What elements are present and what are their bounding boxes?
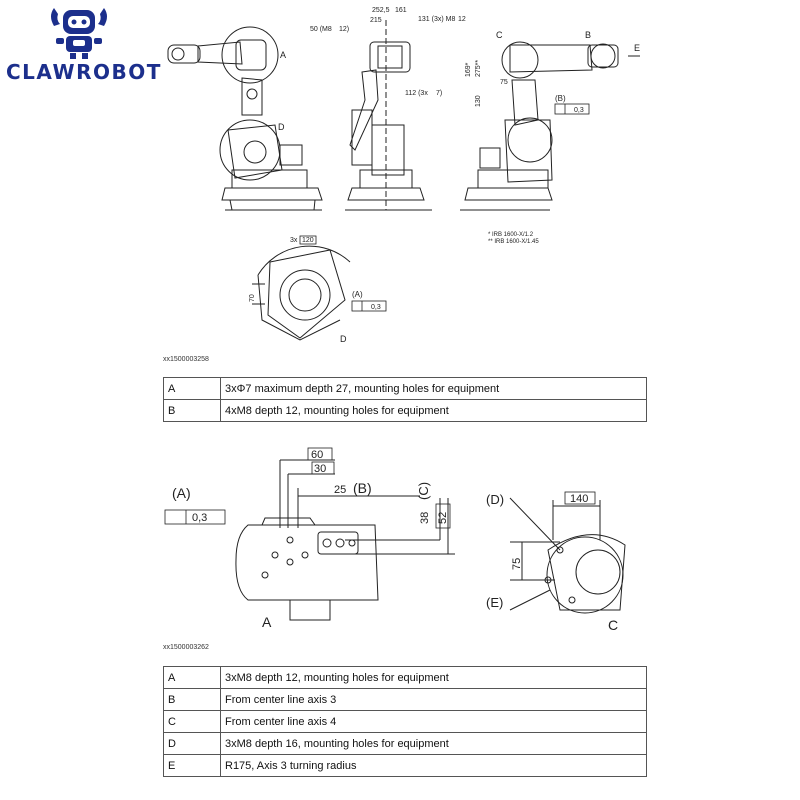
dim-52: 52	[437, 512, 449, 524]
dim-215: 215	[370, 17, 382, 24]
tolerance-b: 0,3	[574, 107, 584, 114]
logo	[46, 4, 112, 60]
tolerance-a-bottom: 0,3	[371, 304, 381, 311]
dim-50: 50 (M8	[310, 26, 332, 33]
angle-value: 120	[302, 237, 314, 244]
legend-key: E	[163, 754, 221, 777]
dim-70: 70	[249, 294, 256, 302]
dim-50-depth: 12)	[339, 26, 349, 33]
robot-rear-view	[460, 41, 640, 211]
robot-plan-view	[252, 245, 351, 341]
robot-side-view	[345, 20, 432, 211]
note-2: ** IRB 1600-X/1.45	[488, 239, 539, 245]
tolerance-fig2: 0,3	[192, 512, 207, 524]
note-1: * IRB 1600-X/1.2	[488, 232, 534, 238]
table-row: B From center line axis 3	[163, 688, 647, 711]
label-e: E	[634, 43, 640, 53]
label-a-top: A	[280, 50, 286, 60]
legend-table-1: A 3xΦ7 maximum depth 27, mounting holes …	[163, 377, 647, 422]
label-b-paren-fig2: (B)	[353, 480, 372, 496]
legend-key: A	[163, 666, 221, 689]
dim-30: 30	[314, 463, 326, 475]
dim-275: 275**	[475, 60, 482, 77]
dim-131: 131 (3x) M8	[418, 16, 455, 23]
legend-value: From center line axis 3	[220, 688, 647, 711]
robot-dimension-drawing: 252,5 161 215 50 (M8 12) 131 (3x) M8 12 …	[167, 7, 640, 344]
upper-arm-dimension-drawing: 60 30 25 (B) 38 (C) 52 (A) 0,3 A (D) 140…	[164, 447, 626, 633]
upper-arm-side-view	[235, 459, 455, 621]
figure-2-id: xx1500003262	[163, 644, 209, 651]
label-d-bottom: D	[340, 334, 347, 344]
table-row: C From center line axis 4	[163, 710, 647, 733]
legend-key: D	[163, 732, 221, 755]
upper-arm-front-view	[509, 497, 626, 614]
label-c-fig2: C	[608, 617, 618, 633]
robot-logo-icon	[51, 8, 107, 59]
table-row: D 3xM8 depth 16, mounting holes for equi…	[163, 732, 647, 755]
legend-table-2: A 3xM8 depth 12, mounting holes for equi…	[163, 666, 647, 777]
table-row: A 3xΦ7 maximum depth 27, mounting holes …	[163, 377, 647, 400]
legend-key: C	[163, 710, 221, 733]
label-b: B	[585, 30, 591, 40]
dim-112: 112 (3x	[405, 90, 428, 97]
label-d-top: D	[278, 122, 285, 132]
label-c: C	[496, 30, 503, 40]
robot-front-view	[167, 26, 323, 211]
label-c-paren-fig2: (C)	[416, 482, 431, 500]
table-row: A 3xM8 depth 12, mounting holes for equi…	[163, 666, 647, 689]
brand-name: CLAWROBOT	[6, 60, 162, 84]
legend-key: B	[163, 399, 221, 422]
dim-60: 60	[311, 449, 323, 461]
legend-value: 3xM8 depth 16, mounting holes for equipm…	[220, 732, 647, 755]
label-d-paren-fig2: (D)	[486, 492, 504, 507]
label-b-paren: (B)	[555, 94, 566, 103]
dim-38: 38	[419, 512, 431, 524]
legend-value: 4xM8 depth 12, mounting holes for equipm…	[220, 399, 647, 422]
dim-252: 252,5	[372, 7, 390, 14]
legend-key: A	[163, 377, 221, 400]
dim-161: 161	[395, 7, 407, 14]
angle-count: 3x	[290, 237, 298, 244]
dim-130: 130	[475, 95, 482, 107]
label-a-fig2: A	[262, 614, 272, 630]
legend-value: From center line axis 4	[220, 710, 647, 733]
label-a-paren-bottom: (A)	[352, 290, 363, 299]
figure-1-id: xx1500003258	[163, 356, 209, 363]
dim-112-dia: 7)	[436, 90, 442, 97]
dim-75-fig2: 75	[511, 558, 523, 570]
table-row: B 4xM8 depth 12, mounting holes for equi…	[163, 399, 647, 422]
legend-value: R175, Axis 3 turning radius	[220, 754, 647, 777]
label-e-paren-fig2: (E)	[486, 595, 503, 610]
legend-value: 3xM8 depth 12, mounting holes for equipm…	[220, 666, 647, 689]
legend-key: B	[163, 688, 221, 711]
dim-169: 169*	[465, 62, 472, 77]
dim-75: 75	[500, 79, 508, 86]
label-a-paren-fig2: (A)	[172, 485, 191, 501]
legend-value: 3xΦ7 maximum depth 27, mounting holes fo…	[220, 377, 647, 400]
dim-25: 25	[334, 484, 346, 496]
dim-140: 140	[570, 493, 588, 505]
dim-131-depth: 12	[458, 16, 466, 23]
table-row: E R175, Axis 3 turning radius	[163, 754, 647, 777]
